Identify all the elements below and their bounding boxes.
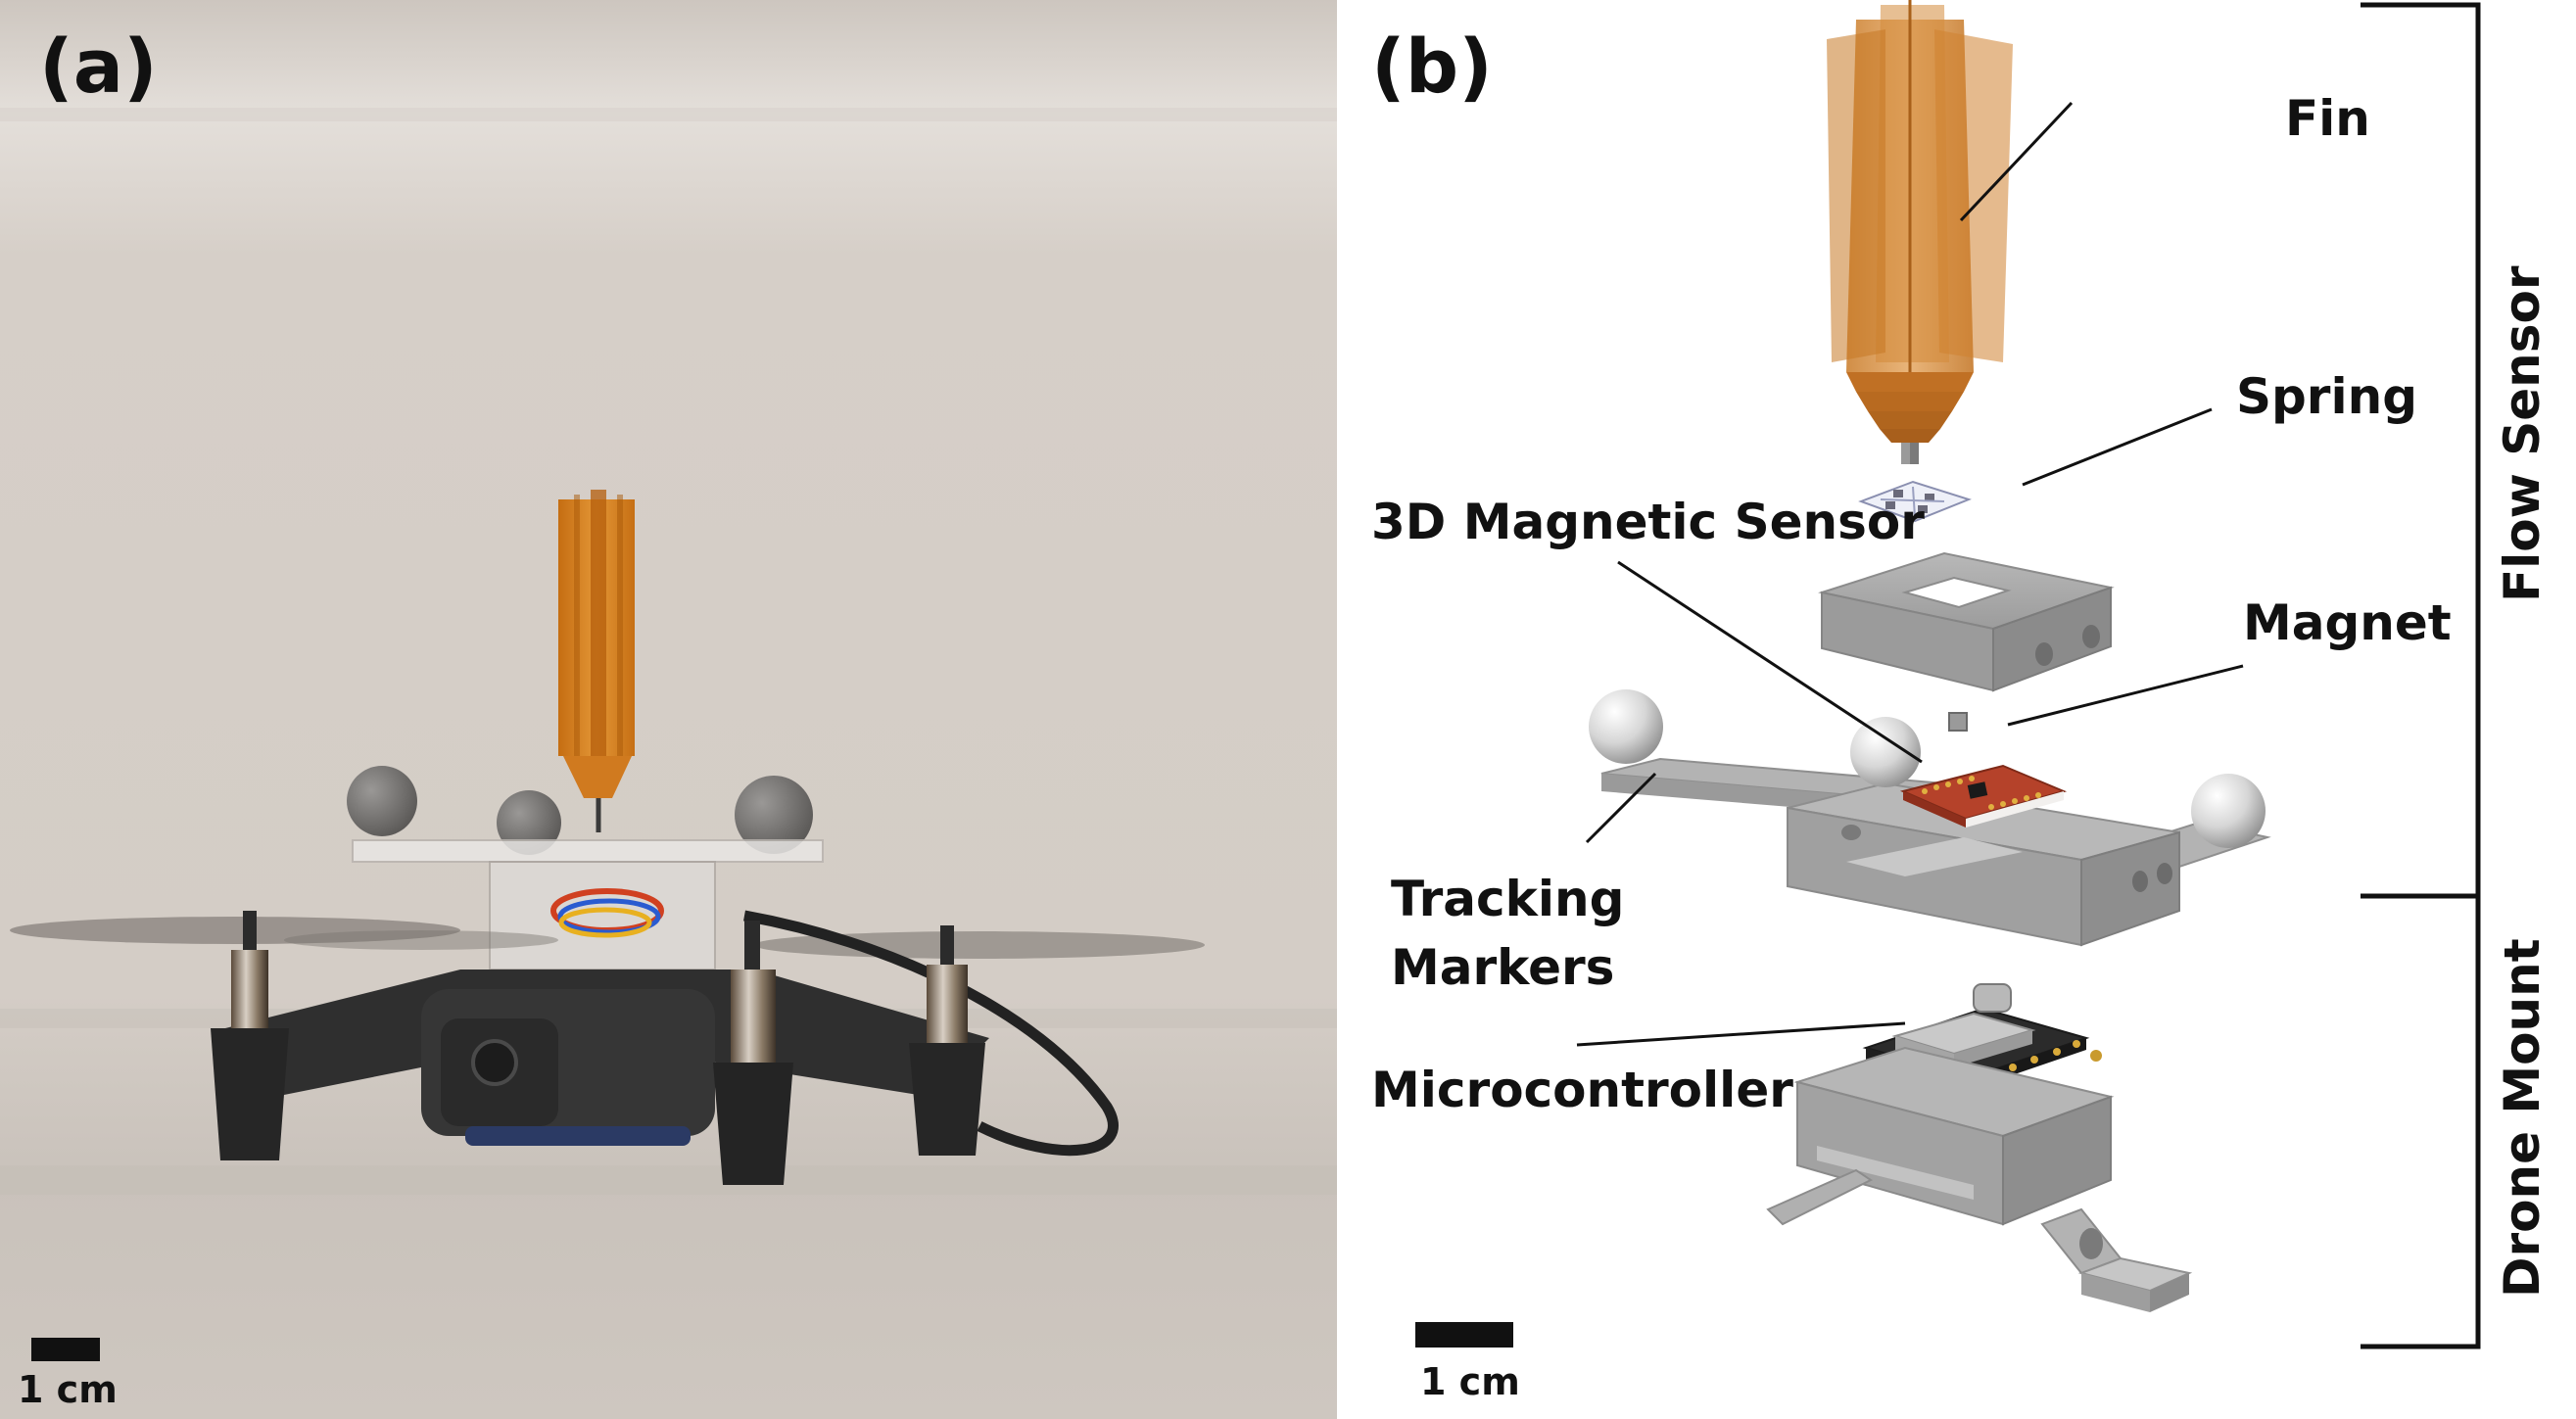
scale-bar-label: 1 cm [1420, 1360, 1520, 1403]
tracking-marker-ball [1850, 717, 1921, 787]
tracking-marker-ball [1589, 689, 1663, 764]
magnetic-sensor-pcb [1899, 764, 2068, 828]
callout-fin: Fin [2285, 90, 2370, 147]
callout-tracking-markers-line1: Tracking [1391, 871, 1625, 927]
drone-motors-photo [211, 911, 985, 1185]
panel-letter-a: (a) [39, 23, 158, 110]
fin-photo [558, 490, 635, 832]
group-brackets [2361, 2, 2481, 1349]
drone-mount-part [1766, 1046, 2193, 1312]
group-label-drone-mount: Drone Mount [2494, 938, 2551, 1298]
scale-bar-label: 1 cm [18, 1368, 118, 1411]
callout-microcontroller: Microcontroller [1371, 1062, 1793, 1118]
exploded-view-diagram [1415, 0, 2481, 1349]
drone-photo-panel: (a) 1 cm [0, 0, 1337, 1419]
drone-body-photo [225, 910, 1119, 1157]
spring-part [1858, 480, 1972, 523]
magnet-part [1948, 712, 1968, 732]
leader-lines [1576, 101, 2244, 1047]
callout-spring: Spring [2236, 368, 2417, 425]
acrylic-mount-photo [352, 839, 824, 970]
callout-tracking-markers-line2: Markers [1391, 939, 1615, 996]
fin-part [1827, 0, 2013, 464]
tracking-marker-photo [735, 776, 813, 854]
sensor-housing-part [1818, 551, 2115, 692]
tracking-marker-ball [2191, 774, 2266, 848]
callout-magnetic-sensor: 3D Magnetic Sensor [1371, 494, 1925, 550]
exploded-view-panel: (b) Fin Spring 3D Magnetic Sensor Magnet… [1337, 0, 2576, 1419]
group-label-flow-sensor: Flow Sensor [2494, 265, 2551, 602]
scale-bar [1415, 1322, 1513, 1348]
tracking-marker-photo [497, 790, 561, 855]
callout-magnet: Magnet [2243, 594, 2452, 651]
scale-bar [31, 1338, 100, 1361]
drone-photo [0, 0, 1337, 1419]
tracking-marker-photo [347, 766, 417, 836]
panel-letter-b: (b) [1371, 23, 1493, 110]
